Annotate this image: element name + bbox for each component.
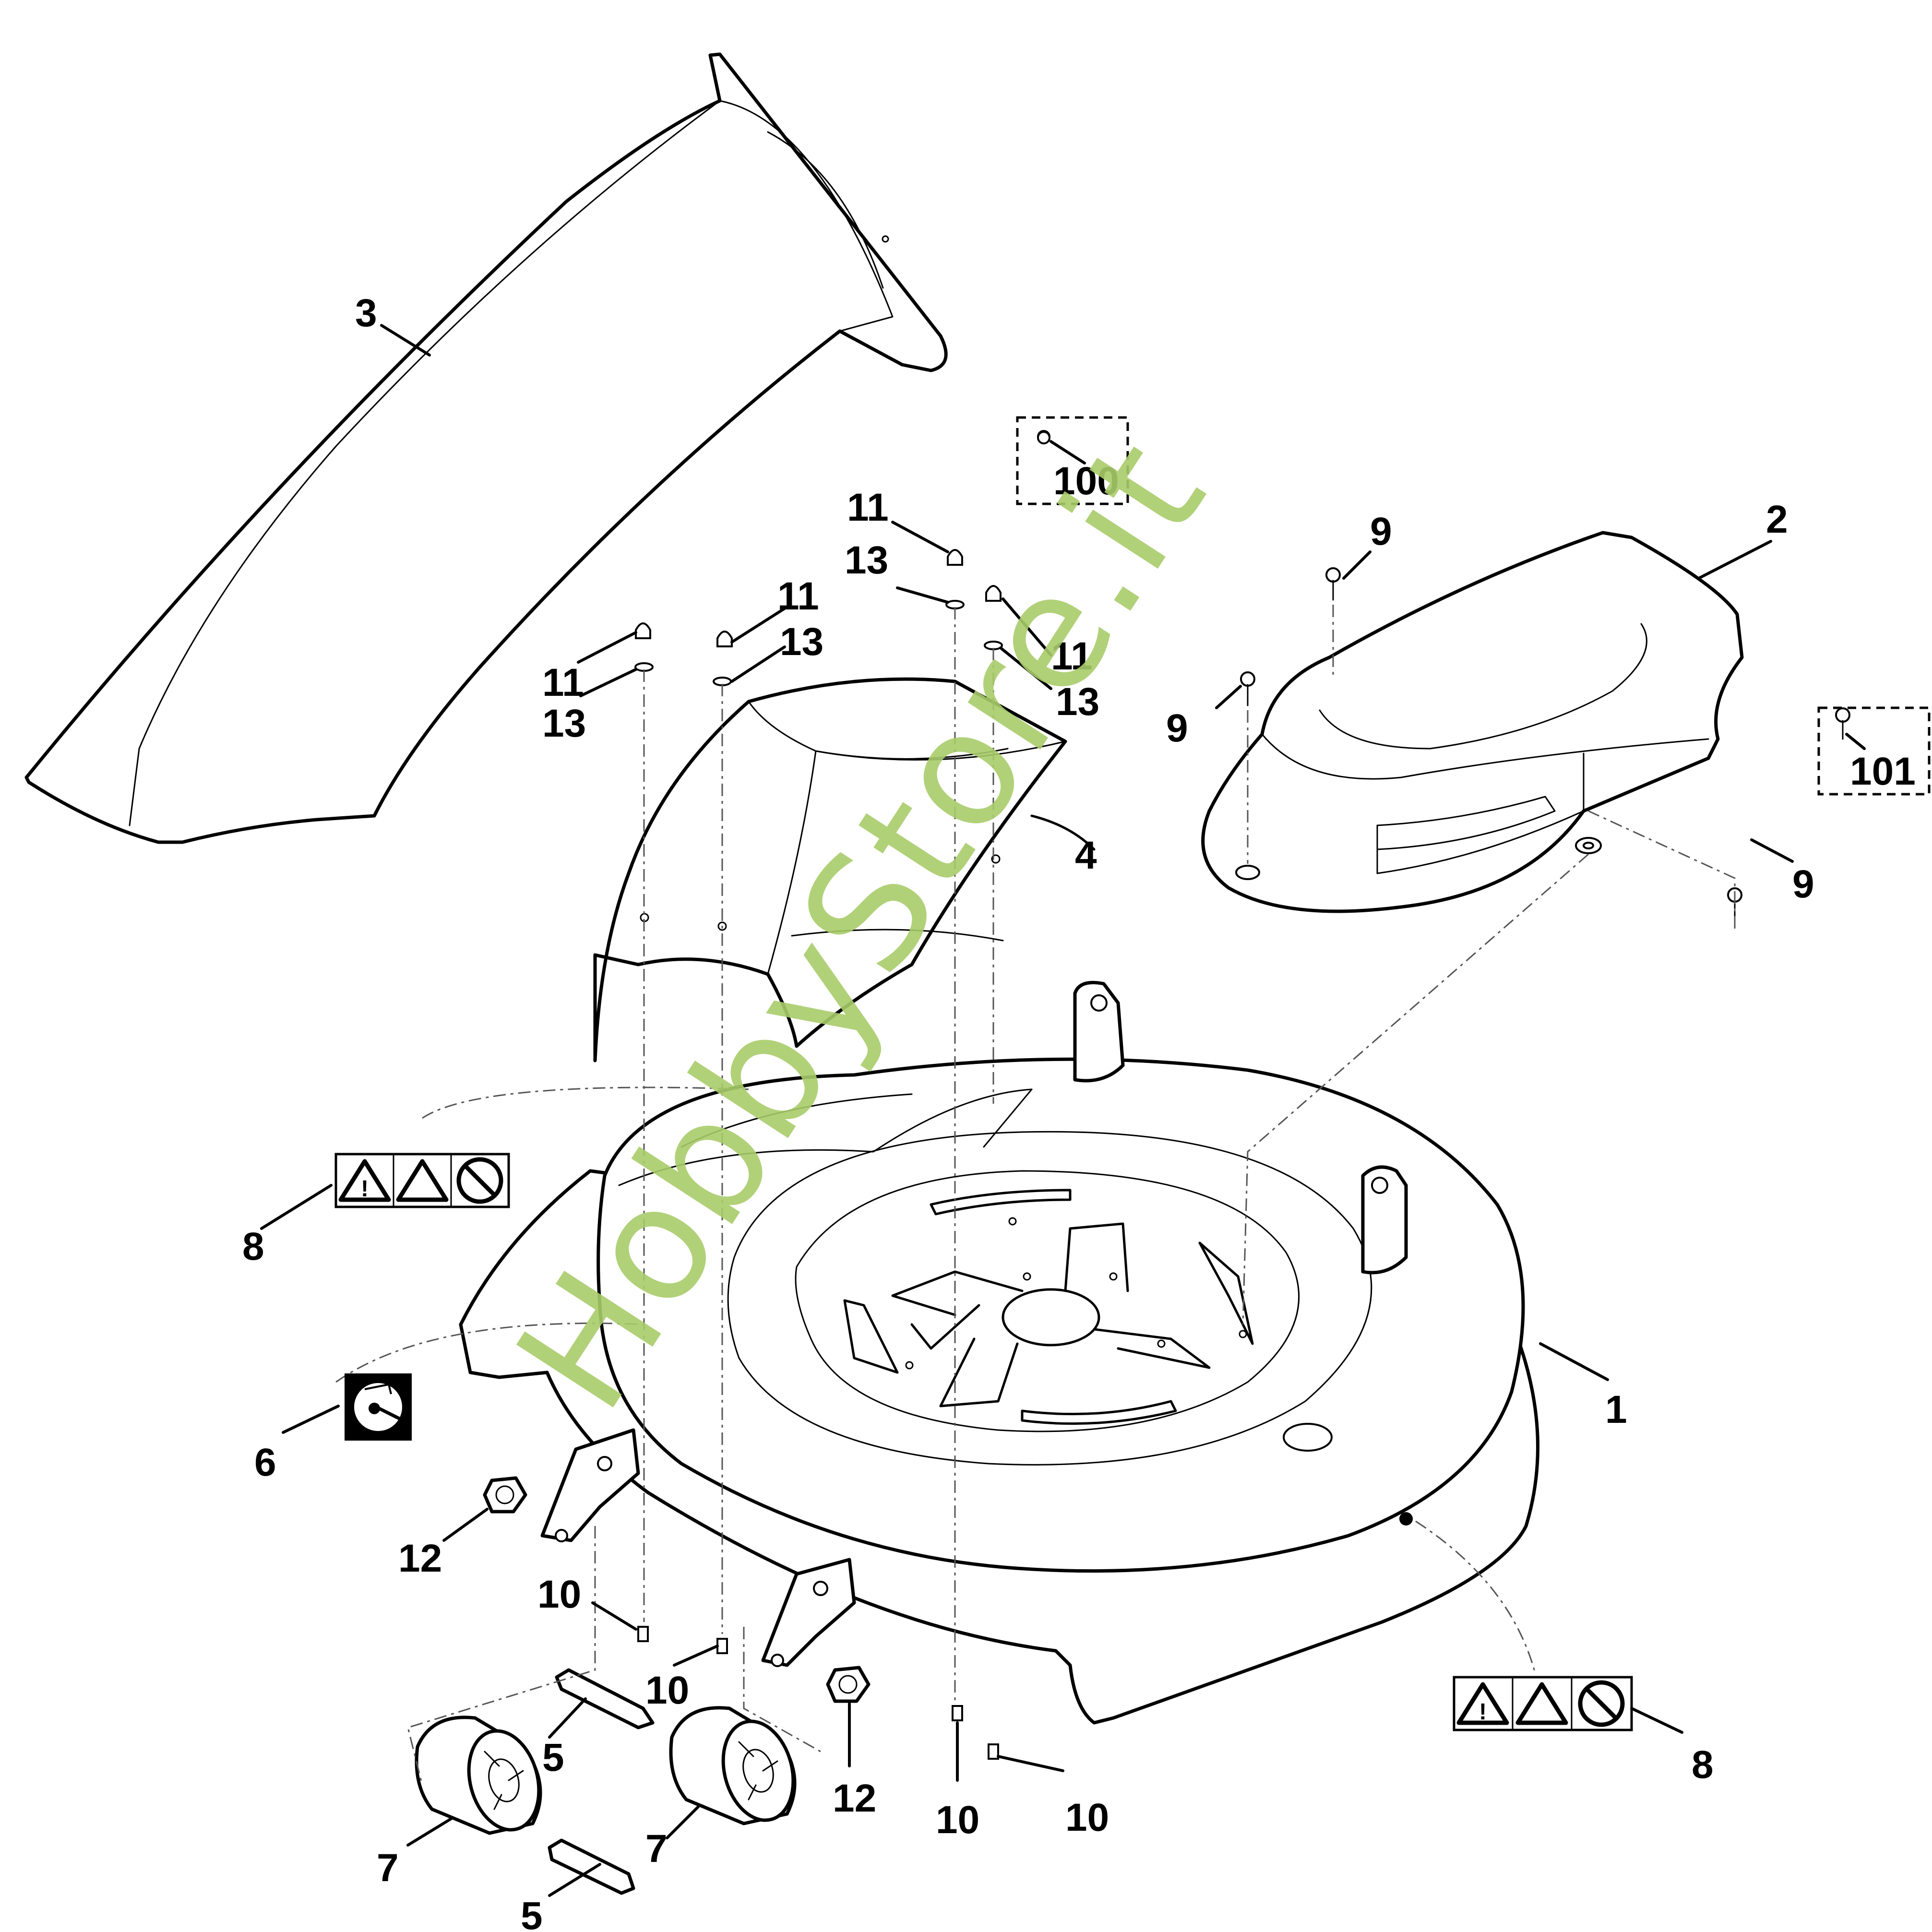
hinge-post-side (1361, 1165, 1408, 1275)
part-4-rear-deflector: 4 (593, 677, 1097, 1062)
warning-triangle-icon (338, 1159, 391, 1202)
warning-label-lower: ! (1453, 1676, 1633, 1731)
part-3-grass-chute (24, 52, 948, 844)
leader-lines (260, 324, 1794, 1897)
callout-11a: 11 (847, 486, 889, 529)
callout-9c: 9 (1792, 862, 1814, 906)
callout-13c: 13 (542, 702, 586, 745)
wheel-right (669, 1706, 797, 1825)
warning-triangle-icon (1456, 1682, 1509, 1725)
callout-101: 101 (1850, 750, 1916, 793)
hand-blade-warning-icon (1515, 1682, 1568, 1725)
callout-13a: 13 (845, 538, 888, 582)
callout-11d: 11 (1051, 634, 1093, 678)
callout-12b: 12 (833, 1777, 876, 1820)
wheel-left (415, 1716, 542, 1835)
callout-7a: 7 (377, 1846, 399, 1890)
callout-5b: 5 (521, 1894, 543, 1932)
callout-8b: 8 (1692, 1743, 1714, 1787)
hand-blade-warning-icon (396, 1159, 449, 1202)
detail-box-101: 101 (1817, 706, 1931, 796)
callout-11c: 11 (542, 661, 584, 704)
callout-11b: 11 (777, 574, 819, 618)
part-1-deck (459, 981, 1539, 1725)
callout-numbers: 3 2 9 9 9 1 11 13 11 13 11 13 11 13 8 8 … (242, 291, 1814, 1932)
fan-hub (891, 1222, 1211, 1407)
callout-10d: 10 (1065, 1796, 1109, 1839)
callout-2: 2 (1766, 498, 1788, 541)
detail-box-100: 100 (1016, 416, 1129, 505)
callout-5a: 5 (542, 1736, 564, 1779)
exclamation-mark: ! (361, 1176, 369, 1202)
warning-label-upper: ! (334, 1153, 510, 1208)
part-2-belt-cover (1201, 531, 1744, 913)
exclamation-mark: ! (1479, 1699, 1487, 1725)
blade-wear-label (345, 1373, 412, 1441)
callout-10a: 10 (537, 1573, 581, 1616)
callout-10b: 10 (645, 1669, 689, 1712)
callout-13b: 13 (780, 620, 823, 664)
callout-10c: 10 (936, 1798, 979, 1842)
callout-8a: 8 (242, 1225, 264, 1268)
callout-1: 1 (1605, 1388, 1627, 1431)
callout-9a: 9 (1370, 510, 1392, 553)
callout-13d: 13 (1056, 680, 1099, 724)
callout-100: 100 (1053, 459, 1119, 503)
hinge-post-rear (1073, 981, 1125, 1083)
wheels-and-axles (415, 1668, 797, 1895)
callout-4: 4 (1075, 834, 1097, 877)
callout-3: 3 (355, 291, 377, 335)
callout-12a: 12 (398, 1537, 442, 1580)
callout-7b: 7 (645, 1827, 668, 1871)
callout-9b: 9 (1166, 706, 1188, 750)
assembly-lines (335, 605, 1736, 1786)
callout-6: 6 (254, 1441, 276, 1484)
